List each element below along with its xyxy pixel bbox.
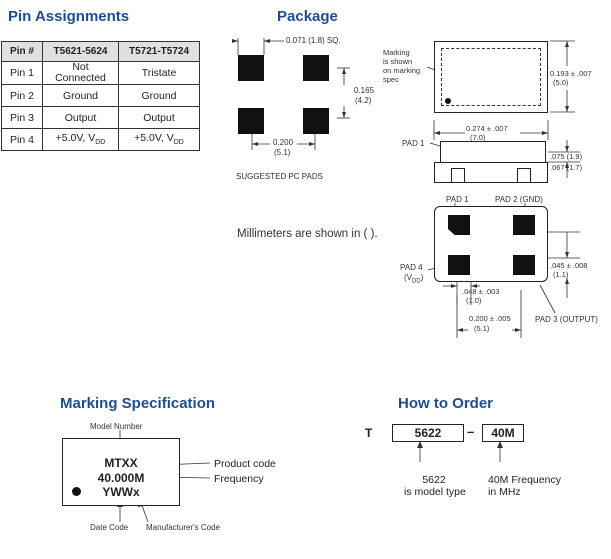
- marking-note-line: spec: [383, 75, 399, 84]
- pin1-dot: [445, 98, 451, 104]
- marking-note-line: on marking: [383, 66, 421, 75]
- marking-specification-heading: Marking Specification: [60, 395, 216, 412]
- pad-height-tolerance: .045 ± .008: [550, 261, 588, 270]
- pad-width-tolerance-mm: (1.0): [466, 296, 482, 305]
- date-code-label: Date Code: [90, 523, 129, 532]
- function-cell: Output: [118, 106, 200, 129]
- pad4-label-line: PAD 4: [400, 263, 423, 272]
- pc-pad: [303, 108, 329, 134]
- cell-text: Connected: [55, 72, 106, 84]
- pc-pad: [303, 55, 329, 81]
- pad-2: [513, 215, 535, 235]
- function-cell: Ground: [118, 84, 200, 107]
- order-model-box: 5622: [392, 424, 464, 442]
- pad-width-dimension: 0.200: [273, 138, 294, 147]
- order-note-line: 40M Frequency: [488, 474, 561, 486]
- cell-text: Not: [72, 61, 89, 73]
- pad-pitch: 0.200 ± .005: [469, 314, 511, 323]
- order-frequency-note: 40M Frequency in MHz: [488, 474, 561, 498]
- pin1-dot: [72, 487, 81, 496]
- package-heading: Package: [277, 8, 338, 25]
- how-to-order-heading: How to Order: [398, 395, 494, 412]
- marking-line-model: MTXX: [104, 456, 138, 470]
- pad-square-dimension: 0.071 (1.8) SQ.: [286, 36, 341, 45]
- cell-subscript: DD: [173, 139, 184, 147]
- table-header-row: Pin # T5621-5624 T5721-T5724: [1, 41, 200, 62]
- thickness-max: .075 (1.9): [550, 152, 583, 161]
- marking-note-line: Marking: [383, 48, 410, 57]
- marking-box: MTXX 40.000M YWWx: [62, 438, 180, 506]
- pad4-label-text: (V: [404, 273, 412, 282]
- package-bottom-view: [434, 206, 548, 282]
- table-row: Pin 4 +5.0V, VDD +5.0V, VDD: [1, 128, 200, 151]
- pc-pad: [238, 55, 264, 81]
- thickness-min: .067 (1.7): [550, 163, 583, 172]
- column-header: Pin #: [1, 41, 43, 62]
- package-top-view: [434, 41, 548, 113]
- product-code-label: Product code: [214, 458, 276, 470]
- pad3-label: PAD 3 (OUTPUT): [535, 315, 598, 324]
- package-side-body: [440, 141, 546, 163]
- pad-height-mm: (4.2): [355, 96, 372, 105]
- package-side-base: [434, 162, 548, 183]
- marking-area: [441, 48, 541, 106]
- pad-3: [513, 255, 535, 275]
- pad1-bottom-label: PAD 1: [446, 195, 469, 204]
- order-frequency-box: 40M: [482, 424, 524, 442]
- pad-width-mm: (5.1): [274, 148, 291, 157]
- pad-pitch-mm: (5.1): [474, 324, 490, 333]
- millimeters-note: Millimeters are shown in ( ).: [237, 228, 378, 240]
- side-pad: [517, 168, 531, 182]
- function-cell: +5.0V, VDD: [42, 128, 119, 151]
- manufacturer-code-label: Manufacturer's Code: [146, 523, 221, 532]
- side-pad: [451, 168, 465, 182]
- order-dash: –: [467, 424, 475, 439]
- column-header: T5721-T5724: [118, 41, 200, 62]
- package-width-mm: (7.0): [470, 133, 486, 142]
- model-number-label: Model Number: [90, 422, 143, 431]
- table-row: Pin 3 Output Output: [1, 106, 200, 129]
- pad-4: [448, 255, 470, 275]
- package-width-dimension: 0.274 ± .007: [466, 124, 508, 133]
- order-model-note: 5622 is model type: [404, 474, 466, 498]
- marking-line-date-code: YWWx: [102, 485, 140, 499]
- cell-text: +5.0V, V: [134, 132, 174, 145]
- table-row: Pin 2 Ground Ground: [1, 84, 200, 107]
- suggested-pads-caption: SUGGESTED PC PADS: [236, 172, 323, 181]
- pad-height-dimension: 0.165: [354, 86, 375, 95]
- package-height-mm: (5.0): [553, 78, 569, 87]
- order-note-line: 5622: [422, 474, 446, 486]
- pc-pad: [238, 108, 264, 134]
- marking-note: Marking is shown on marking spec: [383, 48, 420, 84]
- frequency-label: Frequency: [214, 473, 264, 485]
- pad4-label: PAD 4 (VDD): [400, 263, 423, 287]
- function-cell: Ground: [42, 84, 119, 107]
- marking-note-line: is shown: [383, 57, 413, 66]
- pad-width-tolerance: .048 ± .003: [462, 287, 500, 296]
- pad4-label-subscript: DD: [412, 278, 421, 285]
- order-note-line: in MHz: [488, 486, 521, 498]
- pad-height-tolerance-mm: (1.1): [553, 270, 569, 279]
- pin-cell: Pin 1: [1, 61, 43, 85]
- marking-line-frequency: 40.000M: [97, 471, 145, 485]
- pad2-bottom-label: PAD 2 (GND): [495, 195, 543, 204]
- cell-text: +5.0V, V: [55, 132, 96, 145]
- order-prefix: T: [365, 426, 373, 440]
- cell-subscript: DD: [95, 139, 106, 147]
- order-note-line: is model type: [404, 486, 466, 498]
- pad4-label-text: ): [420, 273, 424, 282]
- pad1-side-label: PAD 1: [402, 139, 425, 148]
- pin-assignments-heading: Pin Assignments: [8, 8, 130, 25]
- pin-cell: Pin 4: [1, 128, 43, 151]
- pad-1: [448, 215, 470, 235]
- function-cell: +5.0V, VDD: [118, 128, 200, 151]
- package-height-dimension: 0.193 ± .007: [550, 69, 592, 78]
